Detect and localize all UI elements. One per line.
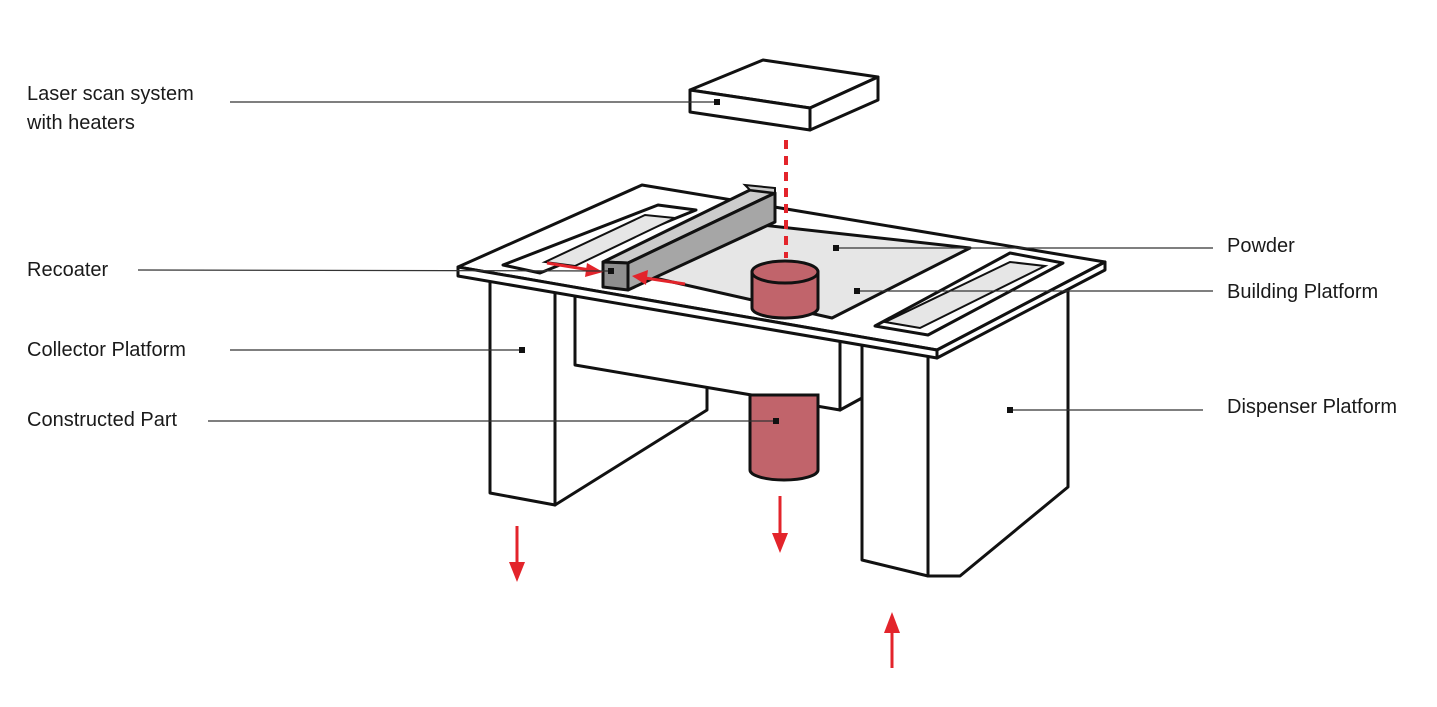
label-building-platform: Building Platform (1227, 281, 1379, 303)
recoater-arrows (546, 261, 686, 286)
leader-lines (137, 101, 1213, 422)
dispenser-slot (873, 251, 1065, 337)
part-top (750, 259, 820, 320)
pointer-dots (519, 99, 1013, 424)
label-dispenser-platform: Dispenser Platform (1227, 396, 1398, 418)
dispenser-platform (860, 288, 1070, 578)
label-laser-line1: Laser scan system (27, 83, 194, 105)
constructed-part (748, 393, 820, 482)
label-powder: Powder (1227, 235, 1295, 257)
laser-scan-system (688, 58, 880, 132)
collector-down-arrow (509, 526, 525, 582)
label-recoater: Recoater (27, 259, 109, 281)
dispenser-up-arrow (884, 612, 900, 668)
label-laser-line2: with heaters (27, 112, 135, 134)
part-down-arrow (772, 496, 788, 553)
leader-recoater (137, 269, 612, 272)
label-collector-platform: Collector Platform (27, 339, 186, 361)
label-constructed-part: Constructed Part (27, 409, 178, 431)
recoater-bar (601, 183, 777, 292)
